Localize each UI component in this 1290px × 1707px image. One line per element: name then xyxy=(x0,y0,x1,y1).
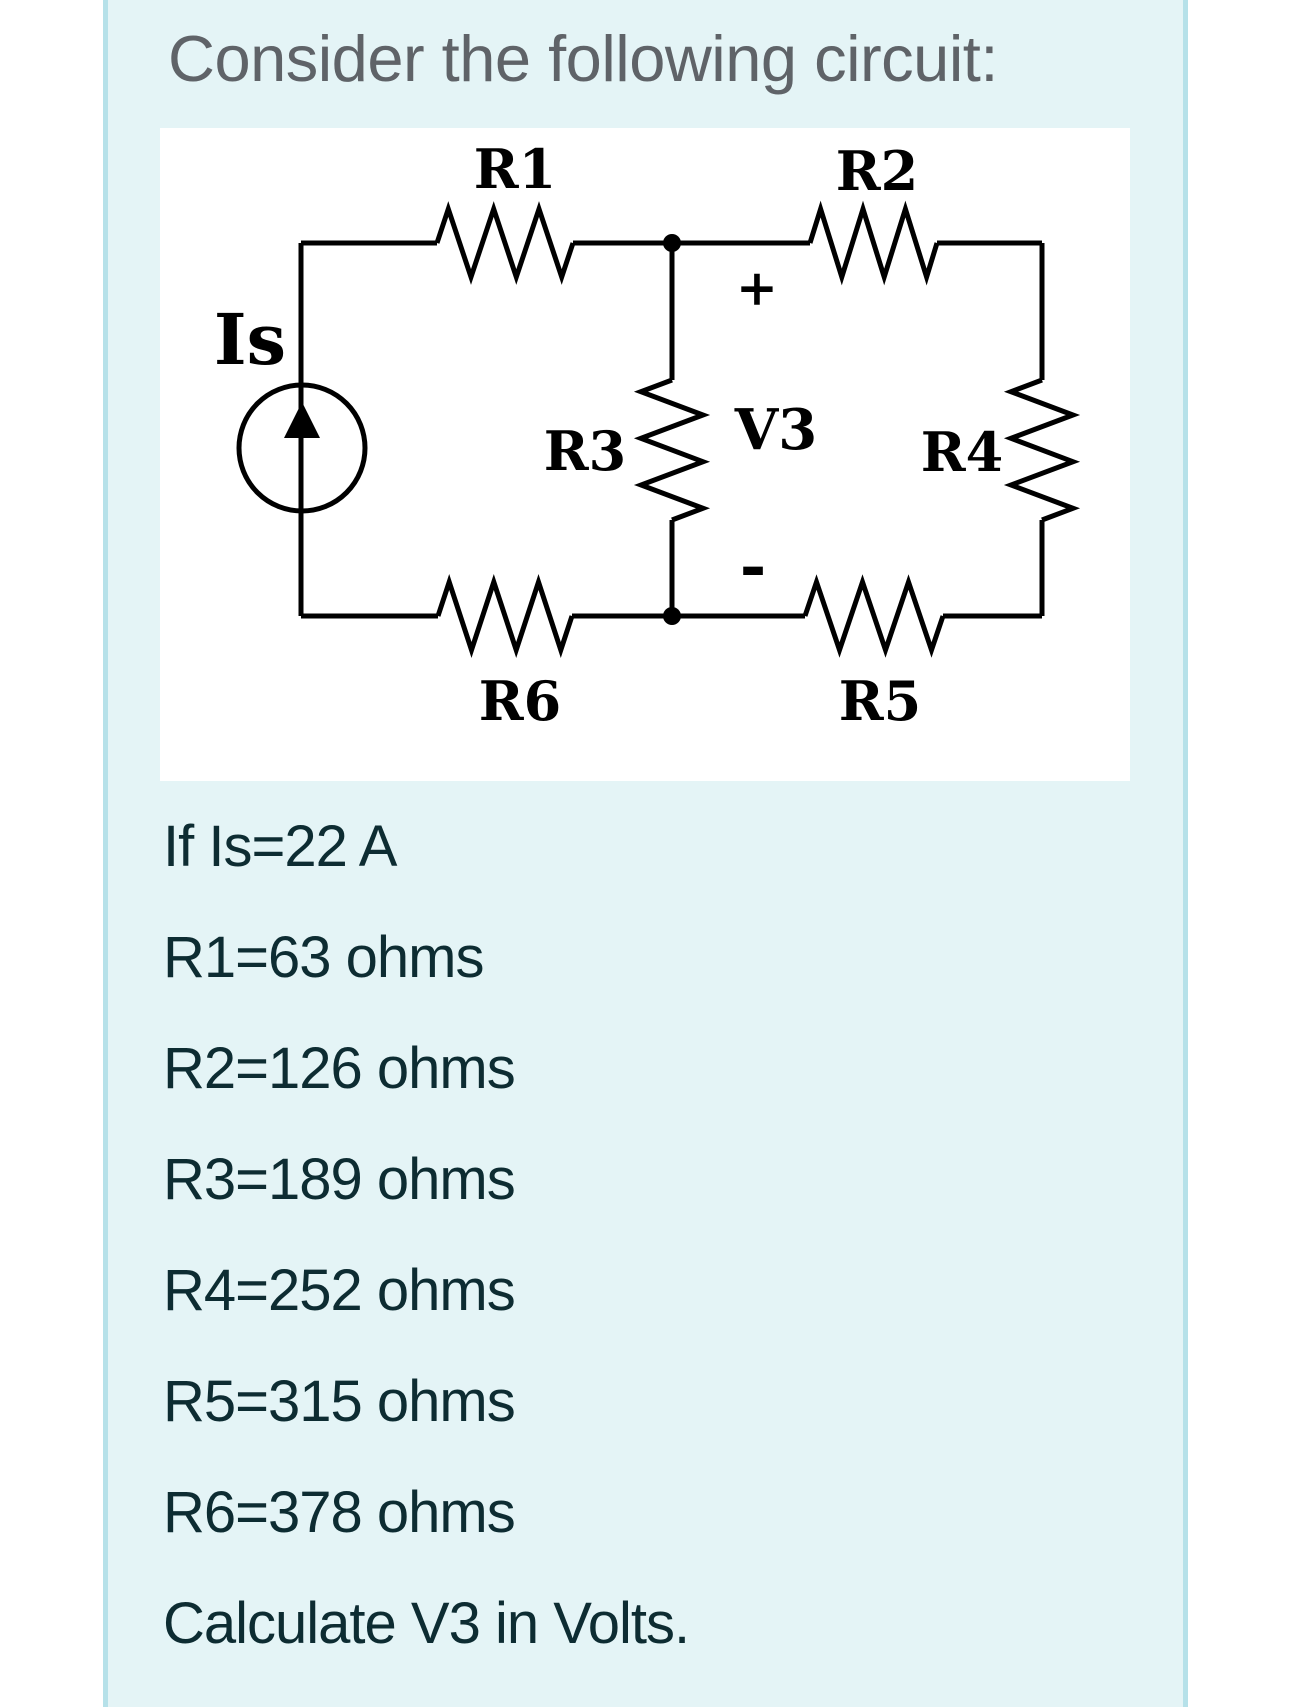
top-node-dot xyxy=(663,234,681,252)
label-is: Is xyxy=(214,298,286,381)
current-source-circle xyxy=(236,382,368,514)
label-minus-sign: - xyxy=(740,529,767,604)
circuit-figure: R1 R2 Is R3 R4 V3 + - R6 R5 xyxy=(160,128,1130,781)
resistor-r6-zigzag xyxy=(435,573,575,659)
given-line-r2: R2=126 ohms xyxy=(163,1036,516,1101)
given-line-r6: R6=378 ohms xyxy=(163,1480,516,1545)
given-line-r1: R1=63 ohms xyxy=(163,925,484,990)
label-r6: R6 xyxy=(479,669,561,733)
label-v3: V3 xyxy=(734,397,817,463)
question-line: Calculate V3 in Volts. xyxy=(163,1591,690,1656)
label-plus-sign: + xyxy=(736,258,778,317)
circuit-diagram: R1 R2 Is R3 R4 V3 + - R6 R5 xyxy=(214,137,1081,733)
current-source-arrow-icon xyxy=(284,402,320,438)
given-line-is: If Is=22 A xyxy=(163,814,397,879)
given-values: If Is=22 A R1=63 ohms R2=126 ohms R3=189… xyxy=(163,817,1183,1654)
resistor-r5-zigzag xyxy=(802,574,946,658)
resistor-r4-zigzag xyxy=(1003,377,1081,523)
label-r3: R3 xyxy=(544,419,626,483)
label-r5: R5 xyxy=(839,669,921,733)
given-line-r5: R5=315 ohms xyxy=(163,1369,516,1434)
question-title: Consider the following circuit: xyxy=(168,22,998,95)
resistor-r1-zigzag xyxy=(434,201,576,285)
given-line-r4: R4=252 ohms xyxy=(163,1258,516,1323)
resistor-r3-zigzag xyxy=(633,377,711,523)
label-r4: R4 xyxy=(921,420,1003,484)
question-panel: Consider the following circuit: R1 xyxy=(103,0,1188,1707)
bottom-node-dot xyxy=(663,607,681,625)
label-r2: R2 xyxy=(836,139,918,203)
given-line-r3: R3=189 ohms xyxy=(163,1147,516,1212)
resistor-r2-zigzag xyxy=(807,200,940,286)
label-r1: R1 xyxy=(474,137,556,201)
